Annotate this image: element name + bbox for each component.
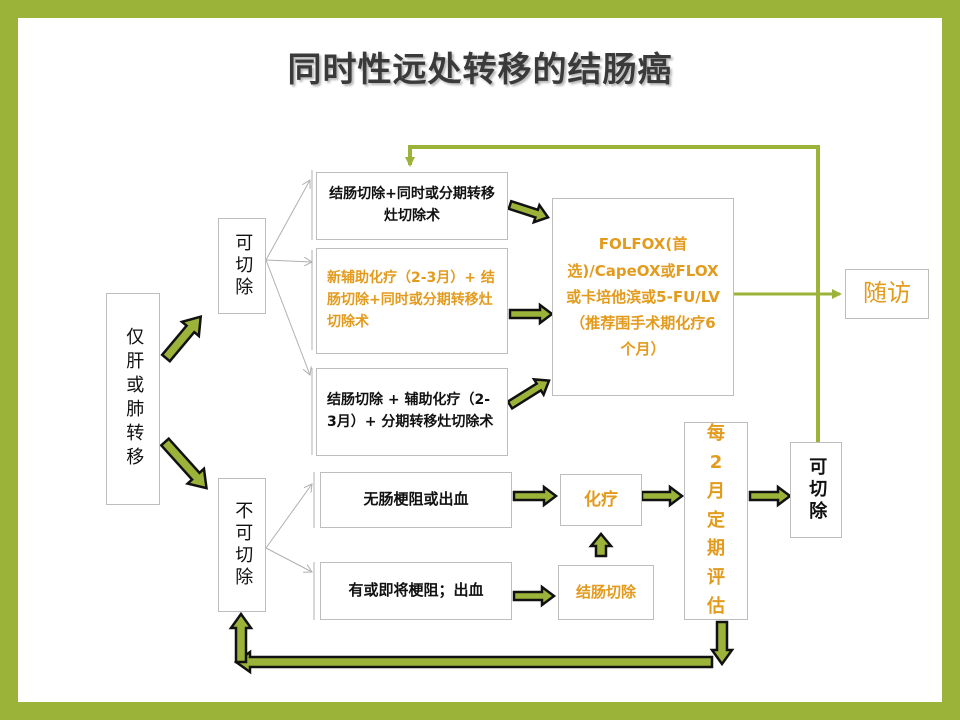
arrow-opt1 [507, 199, 551, 225]
node-option-1: 结肠切除+同时或分期转移灶切除术 [316, 172, 508, 240]
node-colectomy-label: 结肠切除 [575, 582, 636, 601]
bracket-lines [311, 170, 315, 620]
arrow-colectomy-to-chemo [588, 532, 614, 558]
node-followup: 随访 [845, 269, 929, 319]
node-resectable-2: 可切除 [790, 442, 842, 538]
arrow-opt3 [506, 377, 551, 411]
node-followup-label: 随访 [863, 279, 911, 308]
node-option-2: 新辅助化疗（2-3月）+ 结肠切除+同时或分期转移灶切除术 [316, 248, 508, 354]
node-no-obstruction: 无肠梗阻或出血 [320, 472, 512, 528]
node-chemo: 化疗 [560, 474, 642, 526]
node-eval: 每2月定期评估 [684, 422, 748, 620]
arrow-opt2 [508, 302, 555, 326]
fan-lines-resectable [265, 180, 312, 375]
page-title: 同时性远处转移的结肠癌 [287, 50, 673, 90]
node-eval-label: 每2月定期评估 [706, 423, 725, 617]
node-resectable-label: 可切除 [232, 233, 254, 299]
node-chemo-regimen: FOLFOX(首选)/CapeOX或FLOX或卡培他滨或5-FU/LV（推荐围手… [552, 198, 734, 396]
fan-lines-unresectable [265, 484, 312, 572]
node-liver-lung-label: 仅肝或肺转移 [123, 327, 145, 471]
node-option-3-label: 结肠切除 + 辅助化疗（2-3月）+ 分期转移灶切除术 [327, 392, 494, 430]
arrow-to-resectable [160, 314, 203, 363]
node-liver-lung-metastasis: 仅肝或肺转移 [106, 293, 160, 505]
node-option-3: 结肠切除 + 辅助化疗（2-3月）+ 分期转移灶切除术 [316, 368, 508, 456]
arrow-bottom-left [233, 649, 714, 675]
arrow-to-unresectable [159, 436, 208, 490]
node-obstruction: 有或即将梗阻；出血 [320, 562, 512, 620]
arrow-eval-to-resectable2 [748, 484, 793, 508]
node-option-2-label: 新辅助化疗（2-3月）+ 结肠切除+同时或分期转移灶切除术 [327, 270, 495, 330]
block-arrows [159, 199, 793, 675]
arrow-obstruction-to-colectomy [512, 584, 557, 608]
node-chemo-regimen-label: FOLFOX(首选)/CapeOX或FLOX或卡培他滨或5-FU/LV（推荐围手… [566, 235, 720, 359]
arrow-up-to-unresectable [228, 611, 254, 664]
arrow-eval-down [709, 620, 735, 667]
node-resectable-2-label: 可切除 [806, 457, 828, 523]
node-unresectable: 不可切除 [218, 478, 266, 612]
arrow-chemo-to-eval [640, 484, 685, 508]
node-unresectable-label: 不可切除 [232, 501, 254, 589]
node-chemo-label: 化疗 [584, 489, 618, 510]
node-no-obstruction-label: 无肠梗阻或出血 [363, 490, 469, 509]
node-resectable: 可切除 [218, 218, 266, 314]
node-obstruction-label: 有或即将梗阻；出血 [348, 581, 484, 600]
node-colectomy: 结肠切除 [558, 565, 654, 620]
node-option-1-label: 结肠切除+同时或分期转移灶切除术 [329, 186, 495, 224]
arrow-no-obstruction-to-chemo [512, 484, 559, 508]
